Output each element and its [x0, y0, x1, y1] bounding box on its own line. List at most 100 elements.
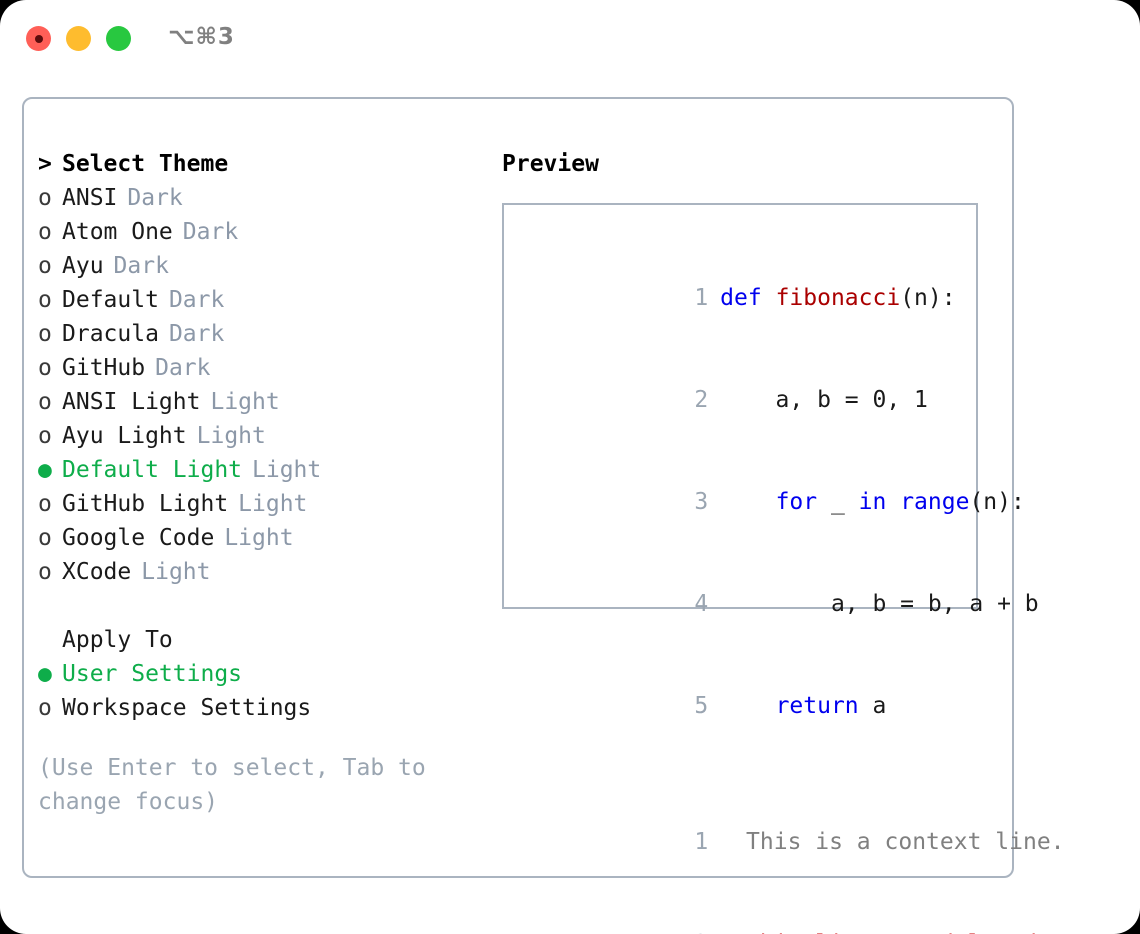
theme-option-github-light[interactable]: o GitHub Light Light — [38, 487, 478, 521]
diff-line-deleted: 2 - This line was deleted. — [516, 893, 1050, 934]
theme-option-ansi-dark[interactable]: o ANSI Dark — [38, 181, 478, 215]
theme-name: GitHub — [62, 355, 146, 381]
traffic-lights — [26, 26, 131, 51]
apply-to-name: Workspace Settings — [62, 695, 312, 721]
preview-title: Preview — [502, 151, 599, 177]
theme-tag: Dark — [168, 321, 225, 347]
code-line: 5 return a — [516, 655, 970, 757]
theme-picker-title: Select Theme — [62, 151, 229, 177]
radio-unselected-icon: o — [38, 423, 52, 449]
radio-unselected-icon: o — [38, 389, 52, 415]
apply-to-option-workspace-settings[interactable]: o Workspace Settings — [38, 691, 478, 725]
code-token: (n): — [900, 285, 956, 311]
code-token: _ — [817, 489, 859, 515]
code-token: a — [858, 693, 887, 719]
apply-to-title: Apply To — [62, 627, 173, 653]
code-token: in range — [858, 489, 970, 515]
diff-text: This line was deleted. — [746, 931, 1051, 934]
close-button[interactable] — [26, 26, 51, 51]
theme-name: Default — [62, 287, 159, 313]
keyboard-shortcut-label: ⌥⌘3 — [168, 24, 235, 50]
theme-name: XCode — [62, 559, 132, 585]
line-number: 1 — [694, 829, 709, 855]
theme-tag: Light — [224, 525, 294, 551]
line-number: 2 — [682, 927, 708, 934]
apply-to-name: User Settings — [62, 661, 243, 687]
theme-tag: Dark — [168, 287, 225, 313]
code-token: def — [720, 285, 776, 311]
theme-option-ayu-dark[interactable]: o Ayu Dark — [38, 249, 478, 283]
diff-text: This is a context line. — [746, 829, 1065, 855]
code-token: for — [775, 489, 818, 515]
theme-tag: Dark — [113, 253, 169, 279]
radio-unselected-icon: o — [38, 185, 52, 211]
line-number: 2 — [694, 387, 709, 413]
code-token — [720, 489, 775, 515]
code-token: a, b = b, a + b — [720, 591, 1039, 617]
minimize-button[interactable] — [66, 26, 91, 51]
preview-blank-line — [516, 757, 970, 791]
theme-name: ANSI — [62, 185, 118, 211]
theme-name: ANSI Light — [62, 389, 201, 415]
radio-unselected-icon: o — [38, 355, 52, 381]
radio-unselected-icon: o — [38, 559, 52, 585]
focus-caret-icon: > — [38, 151, 52, 177]
code-token: return — [775, 693, 859, 719]
line-number: 4 — [694, 591, 709, 617]
radio-unselected-icon: o — [38, 491, 52, 517]
radio-unselected-icon: o — [38, 219, 52, 245]
radio-unselected-icon: o — [38, 695, 52, 721]
apply-to-header: Apply To — [38, 623, 478, 657]
theme-option-ansi-light[interactable]: o ANSI Light Light — [38, 385, 478, 419]
theme-tag: Dark — [127, 185, 183, 211]
title-bar: ⌥⌘3 — [0, 0, 1140, 78]
theme-tag: Light — [210, 389, 280, 415]
theme-name: Atom One — [62, 219, 173, 245]
radio-selected-icon: ● — [38, 661, 52, 687]
line-number: 1 — [694, 285, 709, 311]
theme-tag: Dark — [182, 219, 239, 245]
code-line: 3 for _ in range(n): — [516, 451, 1025, 553]
keyboard-hint-text: (Use Enter to select, Tab to change focu… — [38, 755, 440, 815]
theme-name: Ayu — [62, 253, 104, 279]
theme-tag: Light — [141, 559, 211, 585]
line-number: 3 — [694, 489, 709, 515]
radio-unselected-icon: o — [38, 253, 52, 279]
radio-unselected-icon: o — [38, 525, 52, 551]
theme-tag: Light — [196, 423, 266, 449]
theme-option-atom-one-dark[interactable]: o Atom One Dark — [38, 215, 478, 249]
theme-tag: Light — [252, 457, 322, 483]
theme-tag: Dark — [155, 355, 211, 381]
hint-spacer — [38, 725, 478, 751]
section-spacer — [38, 589, 478, 623]
radio-unselected-icon: o — [38, 287, 52, 313]
code-token: a, b = 0, 1 — [720, 387, 928, 413]
theme-name: Google Code — [62, 525, 215, 551]
theme-option-default-dark[interactable]: o Default Dark — [38, 283, 478, 317]
diff-line-context: 1 This is a context line. — [516, 791, 1064, 893]
line-number: 5 — [694, 693, 709, 719]
code-token — [720, 693, 775, 719]
theme-option-github-dark[interactable]: o GitHub Dark — [38, 351, 478, 385]
theme-name: Default Light — [62, 457, 243, 483]
theme-name: Ayu Light — [62, 423, 187, 449]
theme-option-google-code[interactable]: o Google Code Light — [38, 521, 478, 555]
theme-name: Dracula — [62, 321, 159, 347]
theme-option-xcode[interactable]: o XCode Light — [38, 555, 478, 589]
maximize-button[interactable] — [106, 26, 131, 51]
theme-option-ayu-light[interactable]: o Ayu Light Light — [38, 419, 478, 453]
code-line: 2 a, b = 0, 1 — [516, 349, 970, 451]
apply-to-option-user-settings[interactable]: ● User Settings — [38, 657, 478, 691]
theme-name: GitHub Light — [62, 491, 229, 517]
theme-tag: Light — [238, 491, 308, 517]
diff-marker: - — [720, 931, 734, 934]
